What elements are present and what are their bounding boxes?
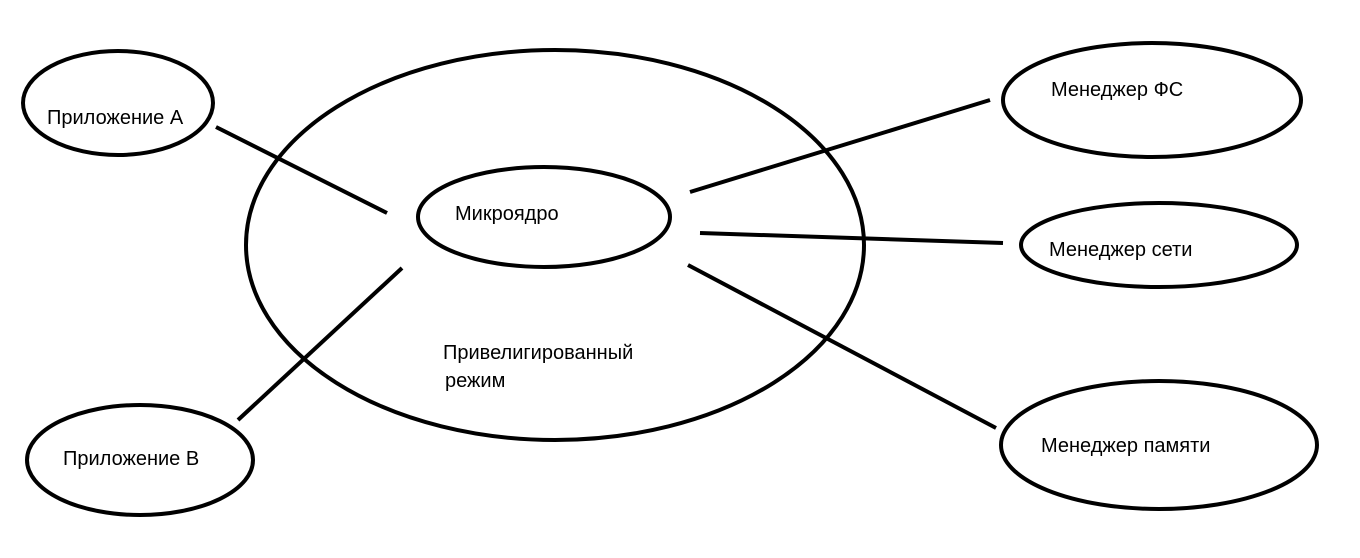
- connector-app-b: [236, 266, 404, 422]
- net-manager-label: Менеджер сети: [1049, 239, 1192, 261]
- fs-manager-label: Менеджер ФС: [1051, 79, 1183, 101]
- app-a-ellipse: [21, 49, 215, 157]
- mem-manager-ellipse: [999, 379, 1319, 511]
- privileged-mode-ellipse: [244, 48, 866, 442]
- connector-app-a: [215, 125, 388, 215]
- connector-mem-manager: [687, 263, 997, 430]
- connector-net-manager: [699, 231, 1004, 245]
- privileged-mode-label-line2: режим: [445, 370, 505, 392]
- app-b-label: Приложение В: [63, 448, 199, 470]
- app-a-label: Приложение А: [47, 107, 184, 129]
- microkernel-ellipse: [416, 165, 672, 269]
- mem-manager-label: Менеджер памяти: [1041, 435, 1210, 457]
- connector-fs-manager: [689, 98, 991, 194]
- microkernel-label: Микроядро: [455, 203, 559, 225]
- app-b-ellipse: [25, 403, 255, 517]
- net-manager-ellipse: [1019, 201, 1299, 289]
- privileged-mode-label-line1: Привелигированный: [443, 342, 633, 364]
- fs-manager-ellipse: [1001, 41, 1303, 159]
